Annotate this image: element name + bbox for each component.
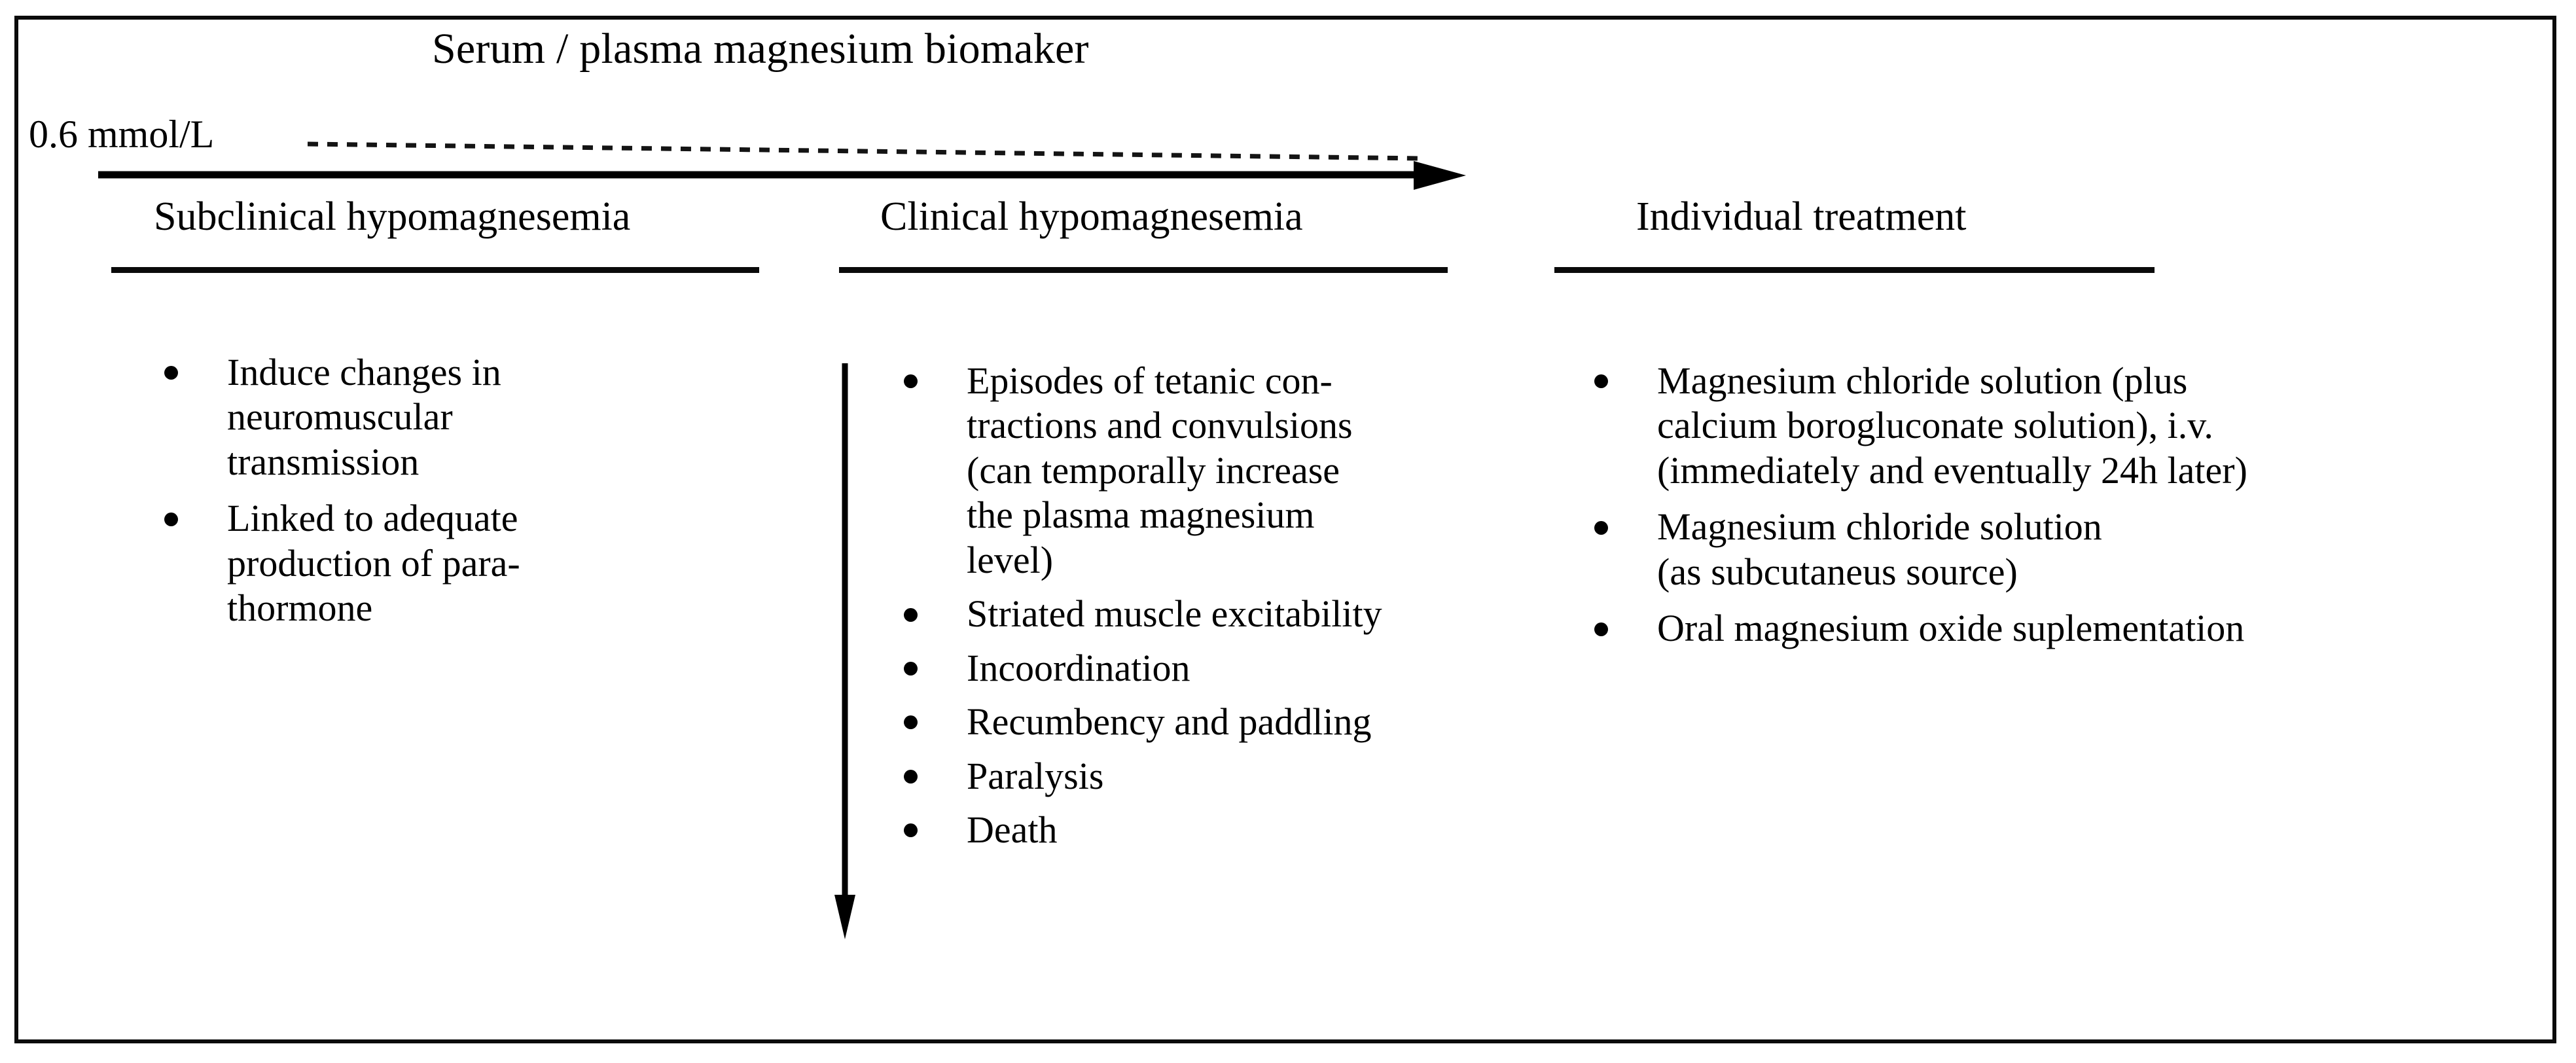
bullet-dot-icon <box>164 366 178 380</box>
list-item-text: Linked to adequate production of para- t… <box>227 497 520 630</box>
bullet-dot-icon <box>904 374 918 389</box>
column-header-subclinical: Subclinical hypomagnesemia <box>154 194 631 239</box>
bullet-dot-icon <box>1594 374 1608 389</box>
threshold-dotted-line-icon <box>308 141 1420 161</box>
list-item-text: Death <box>967 808 1058 851</box>
column-rule-treatment <box>1554 267 2155 273</box>
list-item: Incoordination <box>880 646 1535 691</box>
list-item-text: Incoordination <box>967 646 1190 689</box>
figure-title: Serum / plasma magnesium biomaker <box>432 25 1089 73</box>
bullet-list-treatment: Magnesium chloride solution (plus calciu… <box>1571 359 2526 651</box>
list-item-text: Striated muscle excitability <box>967 592 1382 636</box>
list-item: Magnesium chloride solution (plus calciu… <box>1571 359 2526 493</box>
bullet-list-subclinical: Induce changes in neuromuscular transmis… <box>141 350 795 631</box>
list-item-text: Induce changes in neuromuscular transmis… <box>227 351 501 483</box>
bullet-dot-icon <box>1594 622 1608 636</box>
list-item-text: Paralysis <box>967 754 1104 797</box>
bullet-dot-icon <box>904 607 918 622</box>
column-header-clinical: Clinical hypomagnesemia <box>880 194 1303 239</box>
bullet-dot-icon <box>1594 520 1608 535</box>
list-item: Magnesium chloride solution (as subcutan… <box>1571 505 2526 594</box>
list-item: Induce changes in neuromuscular transmis… <box>141 350 795 484</box>
list-item: Linked to adequate production of para- t… <box>141 496 795 630</box>
bullet-dot-icon <box>904 769 918 784</box>
bullet-dot-icon <box>904 715 918 730</box>
list-item-text: Magnesium chloride solution (as subcutan… <box>1657 505 2102 593</box>
list-item-text: Episodes of tetanic con- tractions and c… <box>967 359 1353 581</box>
column-subclinical: Induce changes in neuromuscular transmis… <box>141 350 795 631</box>
list-item: Paralysis <box>880 754 1535 799</box>
list-item-text: Magnesium chloride solution (plus calciu… <box>1657 359 2247 492</box>
bullet-dot-icon <box>164 512 178 526</box>
column-rule-clinical <box>839 267 1448 273</box>
progression-down-arrow-icon <box>834 363 855 939</box>
list-item-text: Oral magnesium oxide suplementation <box>1657 607 2245 650</box>
list-item: Striated muscle excitability <box>880 592 1535 636</box>
list-item: Recumbency and paddling <box>880 700 1535 744</box>
list-item: Oral magnesium oxide suplementation <box>1571 606 2526 651</box>
column-clinical: Episodes of tetanic con- tractions and c… <box>880 359 1535 852</box>
list-item: Death <box>880 808 1535 852</box>
threshold-value-label: 0.6 mmol/L <box>29 113 215 156</box>
column-rule-subclinical <box>111 267 759 273</box>
column-header-treatment: Individual treatment <box>1636 194 1967 239</box>
severity-axis-arrow-icon <box>98 161 1466 190</box>
bullet-dot-icon <box>904 661 918 676</box>
list-item: Episodes of tetanic con- tractions and c… <box>880 359 1535 583</box>
figure-border <box>14 16 2556 1043</box>
bullet-list-clinical: Episodes of tetanic con- tractions and c… <box>880 359 1535 852</box>
bullet-dot-icon <box>904 823 918 838</box>
list-item-text: Recumbency and paddling <box>967 700 1372 744</box>
column-treatment: Magnesium chloride solution (plus calciu… <box>1571 359 2526 651</box>
